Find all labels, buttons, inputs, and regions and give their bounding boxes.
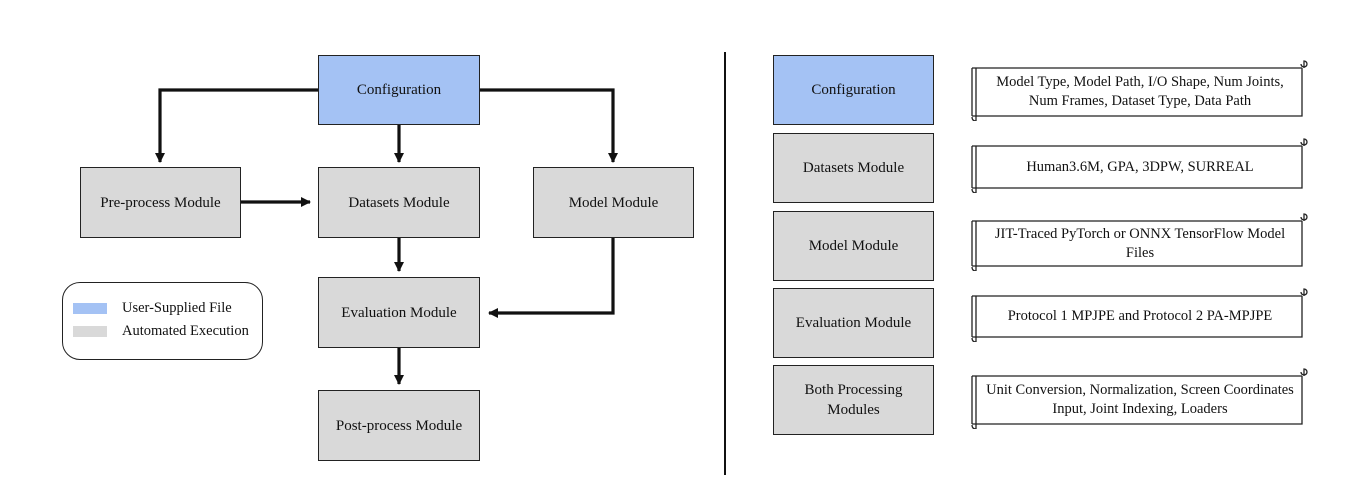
table-module-configuration: Configuration [773, 55, 934, 125]
legend-label: Automated Execution [122, 323, 249, 339]
table-module-label: Model Module [808, 238, 899, 254]
postprocess-module-label: Post-process Module [335, 417, 463, 434]
legend-swatch-blue [73, 303, 107, 314]
datasets-module-node: Datasets Module [318, 167, 480, 238]
table-module-label: Configuration [811, 82, 896, 98]
legend: User-Supplied File Automated Execution [62, 282, 263, 360]
scroll-text: Protocol 1 MPJPE and Protocol 2 PA-MPJPE [1007, 308, 1273, 324]
model-module-node: Model Module [533, 167, 694, 238]
details-scroll-configuration: Model Type, Model Path, I/O Shape, Num J… [966, 58, 1308, 121]
datasets-module-label: Datasets Module [348, 194, 450, 211]
table-module-processing: Both Processing Modules [773, 365, 934, 435]
table-module-datasets: Datasets Module [773, 133, 934, 203]
model-module-label: Model Module [568, 194, 659, 211]
configuration-node-label: Configuration [356, 82, 442, 98]
arrow-model-to-evaluation [488, 238, 615, 318]
legend-item-automated: Automated Execution [73, 323, 249, 340]
legend-swatch-gray [73, 326, 107, 337]
section-divider [724, 52, 727, 475]
table-module-label: Evaluation Module [795, 315, 912, 331]
legend-label: User-Supplied File [122, 300, 232, 316]
details-scroll-evaluation: Protocol 1 MPJPE and Protocol 2 PA-MPJPE [966, 286, 1308, 342]
details-scroll-processing: Unit Conversion, Normalization, Screen C… [966, 366, 1308, 429]
scroll-text: Unit Conversion, Normalization, Screen C… [986, 382, 1294, 417]
evaluation-module-node: Evaluation Module [318, 277, 480, 348]
scroll-text: Model Type, Model Path, I/O Shape, Num J… [996, 74, 1284, 109]
postprocess-module-node: Post-process Module [318, 390, 480, 461]
arrow-config-to-model [480, 88, 618, 163]
details-scroll-model: JIT-Traced PyTorch or ONNX TensorFlow Mo… [966, 211, 1308, 271]
details-scroll-datasets: Human3.6M, GPA, 3DPW, SURREAL [966, 136, 1308, 193]
legend-item-user-supplied: User-Supplied File [73, 300, 232, 317]
scroll-shape [971, 138, 1308, 193]
table-module-evaluation: Evaluation Module [773, 288, 934, 358]
table-module-label: Both Processing Modules [804, 382, 903, 418]
configuration-node: Configuration [318, 55, 480, 125]
scroll-text: Human3.6M, GPA, 3DPW, SURREAL [1026, 158, 1254, 175]
evaluation-module-label: Evaluation Module [341, 304, 457, 321]
scroll-text: JIT-Traced PyTorch or ONNX TensorFlow Mo… [994, 225, 1286, 261]
table-module-model: Model Module [773, 211, 934, 281]
table-module-label: Datasets Module [802, 160, 905, 176]
arrow-config-to-preprocess [155, 88, 318, 163]
preprocess-module-label: Pre-process Module [100, 194, 221, 211]
preprocess-module-node: Pre-process Module [80, 167, 241, 238]
